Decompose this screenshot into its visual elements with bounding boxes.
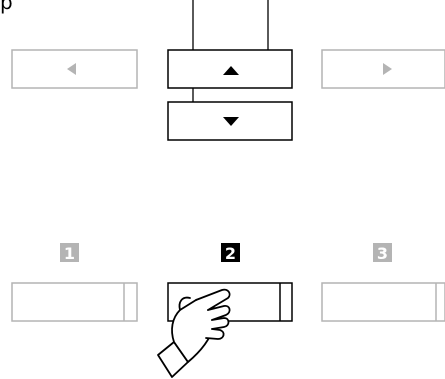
memory-slot-3: 3	[322, 243, 445, 321]
up-button[interactable]	[168, 50, 292, 88]
down-button[interactable]	[168, 102, 292, 140]
right-button[interactable]	[322, 50, 445, 88]
top-cut-text: p	[0, 0, 13, 14]
memory-button-1[interactable]	[12, 283, 137, 321]
memory-slot-1: 1	[12, 243, 137, 321]
left-button[interactable]	[12, 50, 137, 88]
badge-3-number: 3	[377, 244, 388, 263]
badge-2-number: 2	[225, 244, 236, 263]
badge-1-number: 1	[64, 244, 75, 263]
memory-button-3[interactable]	[322, 283, 445, 321]
